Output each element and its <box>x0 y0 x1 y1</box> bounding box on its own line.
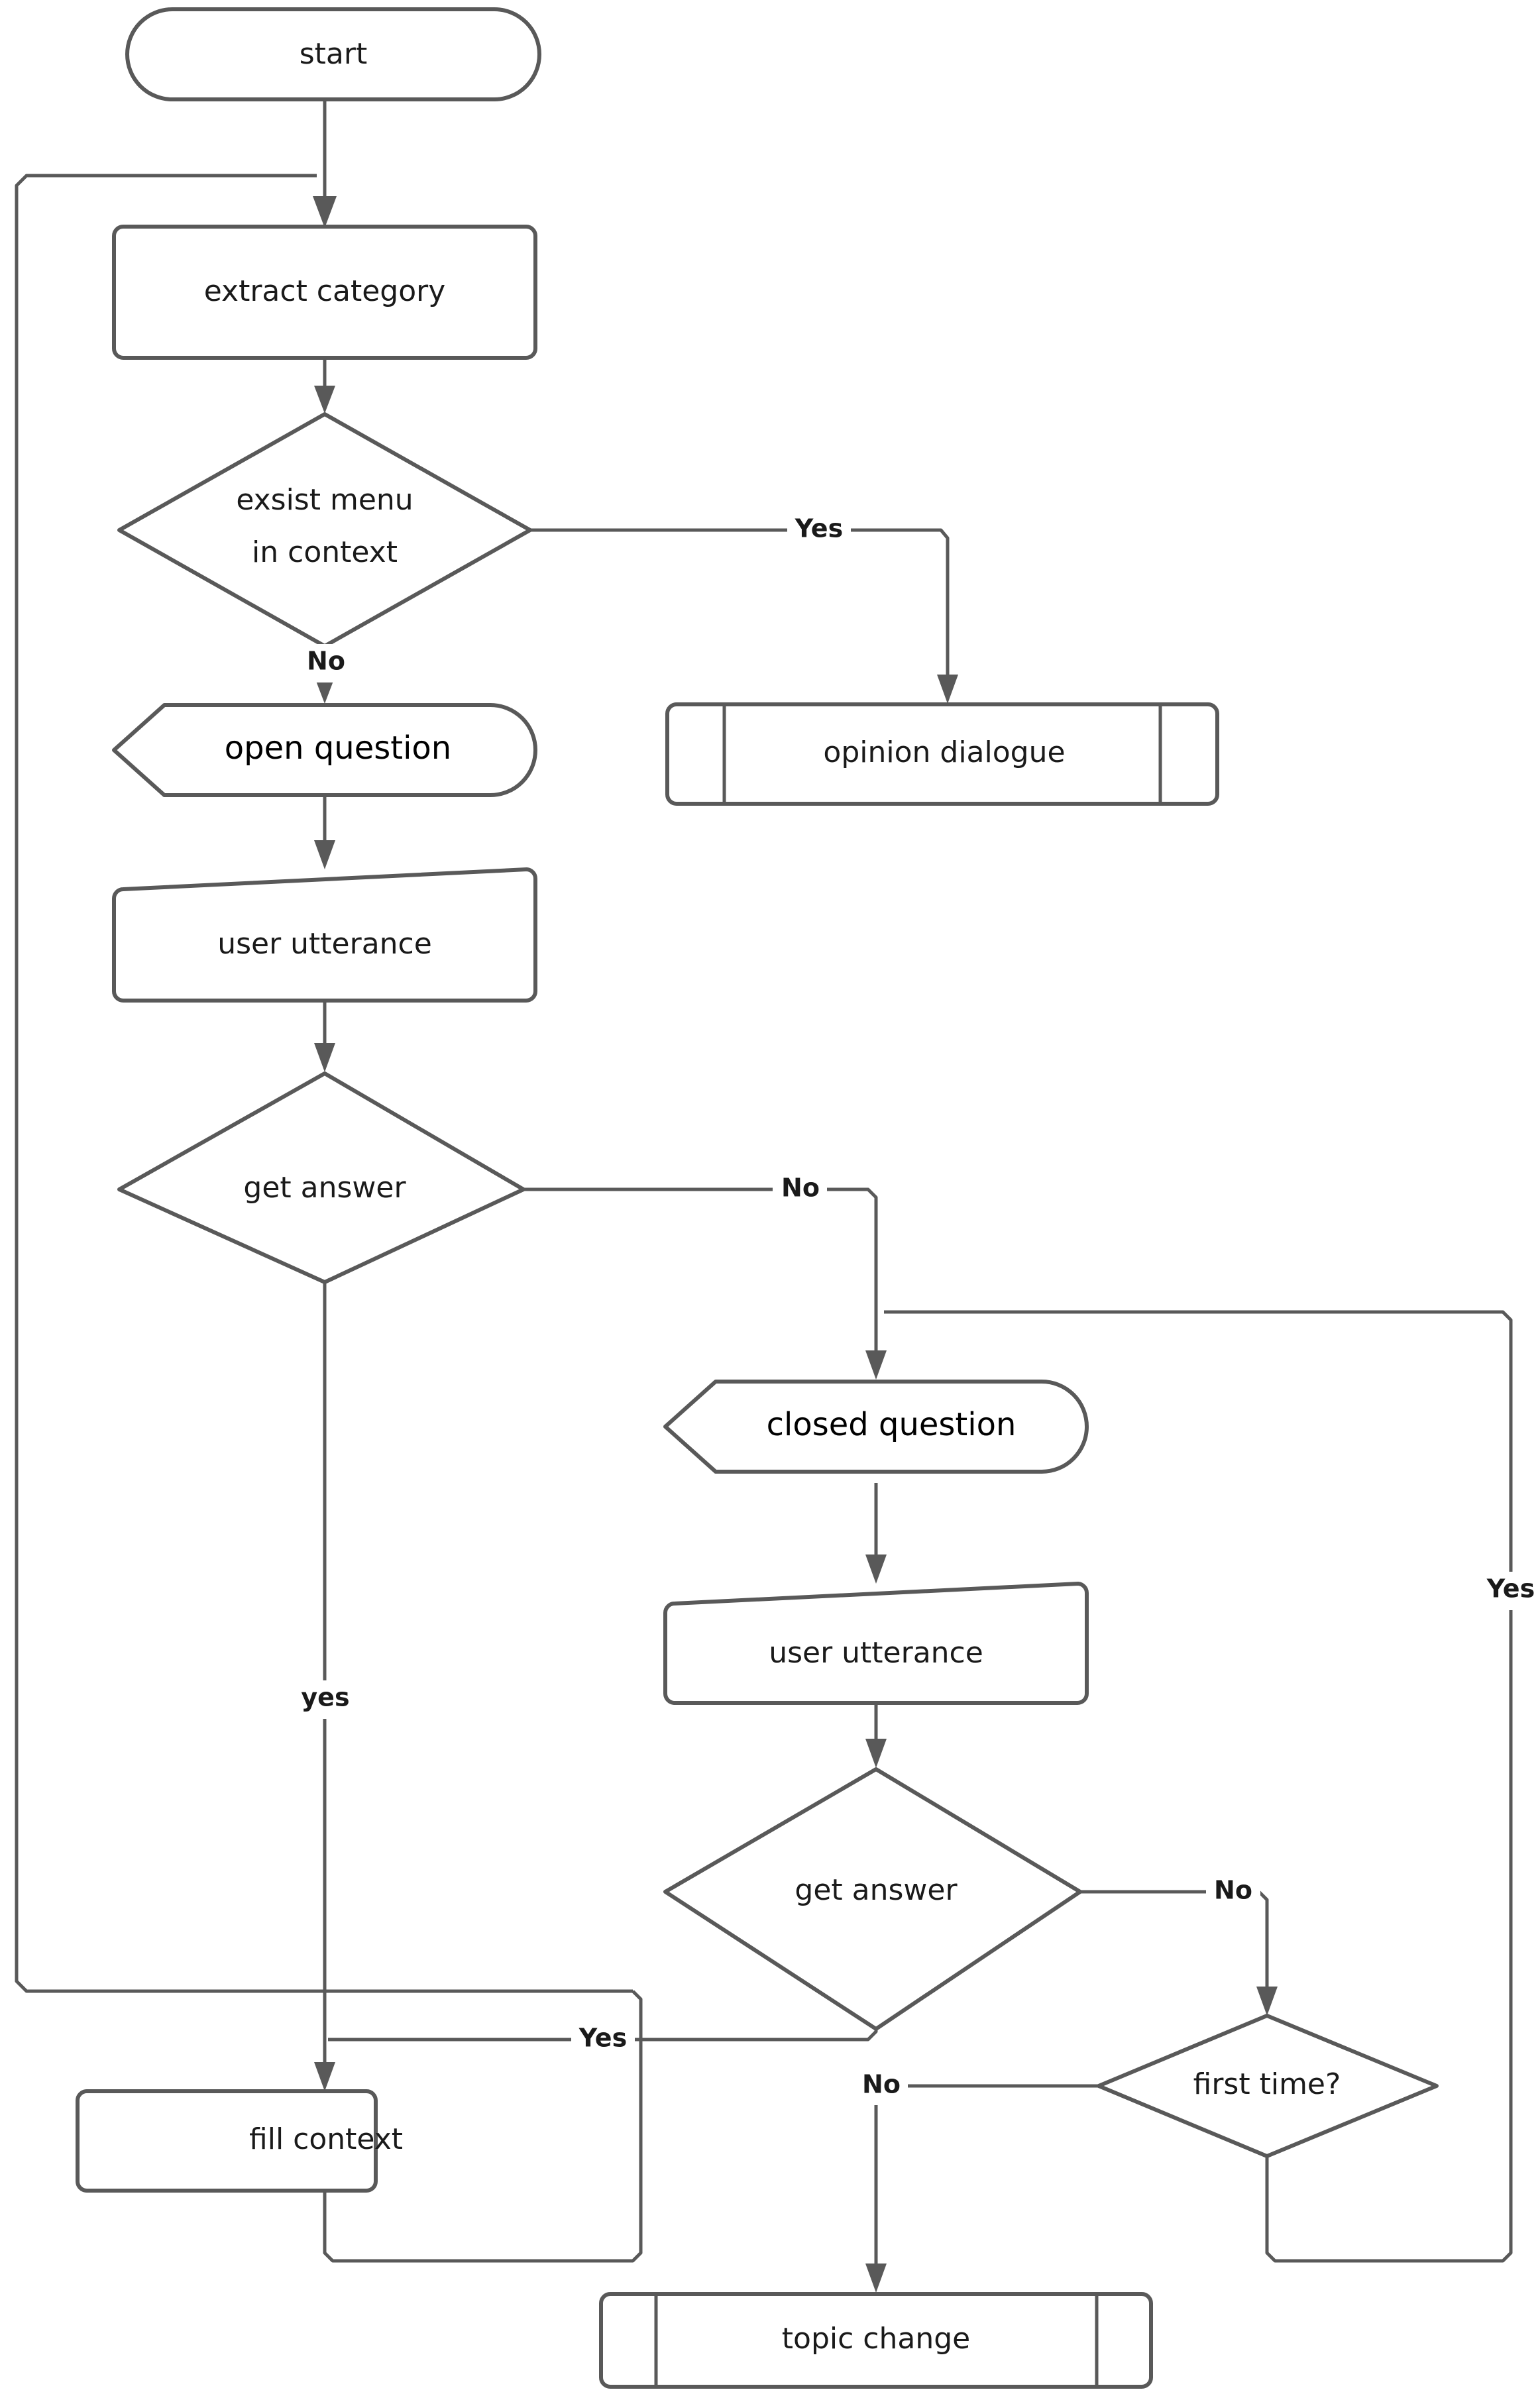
get-answer-2-shape <box>663 1767 1082 2031</box>
arrowhead-firsttime-no <box>865 2264 887 2293</box>
node-exsist-menu[interactable]: exsist menu in context <box>117 412 532 648</box>
open-question-label: open question <box>225 730 451 767</box>
edge-label-first-time-no: No <box>853 2067 908 2105</box>
node-closed-question[interactable]: closed question <box>663 1380 1089 1474</box>
edge-answer1-no <box>523 1187 878 1360</box>
start-shape <box>125 7 541 101</box>
arrowhead-utterance1-to-answer1 <box>314 1043 335 1072</box>
edge-label-answer2-yes: Yes <box>571 2021 635 2059</box>
arrowhead-answer2-no <box>1256 1987 1278 2016</box>
exsist-menu-label-line1: exsist menu <box>236 483 413 517</box>
start-label: start <box>300 37 367 71</box>
first-time-shape <box>1097 2014 1439 2158</box>
edge-label-first-time-yes: Yes <box>1479 1572 1540 1610</box>
topic-change-shape <box>599 2292 1153 2389</box>
edge-label-menu-yes: Yes <box>787 512 851 549</box>
arrowhead-extract-to-menu <box>314 386 335 413</box>
node-user-utterance-1[interactable]: user utterance <box>112 867 538 1003</box>
arrowhead-closedq-to-utterance2 <box>865 1555 887 1584</box>
edge-label-answer1-no: No <box>773 1170 827 1209</box>
opinion-dialogue-shape <box>665 702 1219 806</box>
arrowhead-menu-no <box>316 681 333 704</box>
get-answer-2-label: get answer <box>795 1873 958 1907</box>
node-first-time[interactable]: first time? <box>1097 2014 1439 2158</box>
edge-label-answer2-no-text: No <box>1214 1876 1252 1905</box>
edge-label-answer2-yes-text: Yes <box>578 2024 627 2053</box>
node-extract-category[interactable]: extract category <box>112 225 537 360</box>
node-topic-change[interactable]: topic change <box>599 2292 1153 2389</box>
arrowhead-answer1-yes <box>314 2062 335 2091</box>
edge-answer2-no <box>1080 1890 1269 1994</box>
edge-label-answer2-no: No <box>1206 1873 1260 1911</box>
topic-change-label: topic change <box>782 2322 970 2356</box>
node-opinion-dialogue[interactable]: opinion dialogue <box>665 702 1219 806</box>
arrowhead-menu-yes <box>937 675 958 704</box>
edge-firsttime-yes-rail <box>884 1310 1513 2263</box>
edge-label-answer1-yes-text: yes <box>301 1683 349 1712</box>
exsist-menu-label-line2: in context <box>252 535 398 569</box>
extract-category-shape <box>112 225 537 360</box>
edge-label-menu-no-text: No <box>307 647 345 676</box>
node-start[interactable]: start <box>125 7 541 101</box>
edge-label-answer1-no-text: No <box>781 1173 820 1203</box>
arrowhead-utterance2-to-answer2 <box>865 1739 887 1768</box>
arrowhead-answer1-no <box>865 1350 887 1380</box>
closed-question-label: closed question <box>767 1406 1017 1443</box>
closed-question-shape <box>663 1380 1089 1474</box>
edge-label-first-time-no-text: No <box>862 2070 901 2099</box>
get-answer-1-label: get answer <box>243 1171 406 1205</box>
opinion-dialogue-label: opinion dialogue <box>823 736 1065 769</box>
node-get-answer-2[interactable]: get answer <box>663 1767 1082 2031</box>
user-utterance-1-label: user utterance <box>217 927 432 961</box>
first-time-label: first time? <box>1193 2067 1341 2101</box>
edge-label-menu-yes-text: Yes <box>795 514 843 543</box>
fill-context-label: fill context <box>249 2122 403 2156</box>
arrowhead-start-to-extract <box>313 196 337 228</box>
extract-category-label: extract category <box>204 274 446 308</box>
fill-context-shape <box>76 2089 378 2193</box>
node-get-answer-1[interactable]: get answer <box>117 1071 525 1284</box>
edge-label-first-time-yes-text: Yes <box>1486 1574 1535 1604</box>
user-utterance-2-label: user utterance <box>769 1636 983 1670</box>
node-open-question[interactable]: open question <box>112 703 537 797</box>
node-fill-context[interactable]: fill context <box>76 2089 403 2193</box>
edge-label-menu-no: No <box>298 644 353 682</box>
arrowhead-openq-to-utterance1 <box>314 840 335 869</box>
edge-label-answer1-yes: yes <box>294 1680 357 1719</box>
edge-menu-yes <box>530 528 950 682</box>
exsist-menu-shape <box>117 412 532 648</box>
edge-firsttime-no <box>874 2084 1099 2273</box>
open-question-shape <box>112 703 537 797</box>
user-utterance-1-shape <box>112 867 538 1003</box>
edge-fillcontext-loop <box>323 1990 643 2263</box>
edge-loopback-left-rail <box>15 174 633 1993</box>
user-utterance-2-shape <box>663 1582 1089 1705</box>
node-user-utterance-2[interactable]: user utterance <box>663 1582 1089 1705</box>
get-answer-1-shape <box>117 1071 525 1284</box>
